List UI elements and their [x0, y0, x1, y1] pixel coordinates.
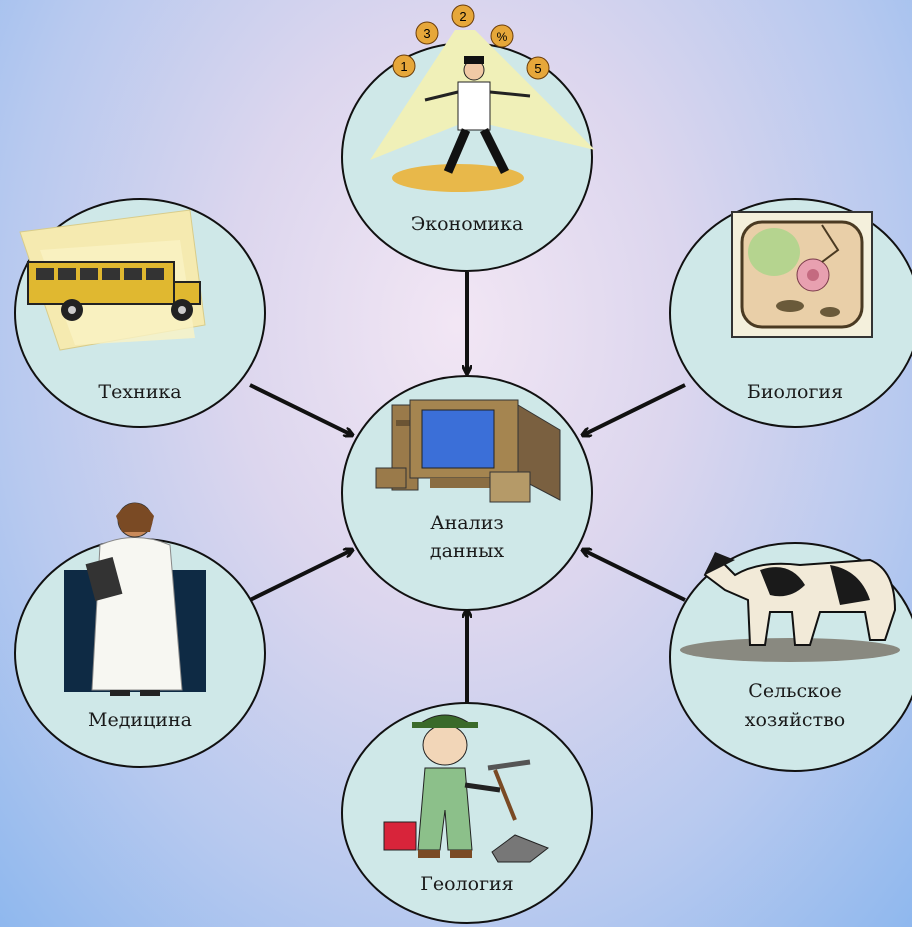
- node-center: Анализ данных: [341, 375, 593, 611]
- ball-percent: %: [497, 30, 508, 44]
- juggler-icon: 3 2 % 1 5: [370, 4, 595, 192]
- doctor-icon: [64, 502, 206, 696]
- technics-label: Техника: [98, 381, 181, 403]
- arrow-biology: [583, 383, 686, 435]
- geologist-icon: [383, 714, 549, 863]
- ball-5: 5: [534, 61, 541, 76]
- arrows: [249, 272, 686, 705]
- node-technics: Техника: [14, 198, 266, 428]
- arrow-technics: [249, 383, 352, 435]
- computer-icon: [375, 399, 561, 503]
- arrow-medicine: [249, 550, 352, 602]
- economics-label: Экономика: [411, 213, 524, 235]
- node-biology: Биология: [669, 198, 912, 428]
- ball-2: 2: [459, 9, 466, 24]
- arrow-agriculture: [583, 550, 686, 602]
- bus-icon: [19, 209, 206, 351]
- medicine-label: Медицина: [88, 709, 192, 731]
- agriculture-label-line2: хозяйство: [745, 709, 845, 731]
- node-economics: 3 2 % 1 5 Экономика: [341, 4, 595, 272]
- ball-1: 1: [400, 59, 407, 74]
- biology-label: Биология: [747, 381, 843, 403]
- center-label-line2: данных: [430, 540, 504, 562]
- node-medicine: Медицина: [14, 502, 266, 768]
- geology-label: Геология: [420, 873, 513, 895]
- node-geology: Геология: [341, 702, 593, 924]
- cow-icon: [680, 552, 900, 662]
- agriculture-label-line1: Сельское: [748, 680, 841, 702]
- juggle-balls: 3 2 % 1 5: [392, 4, 550, 80]
- cell-icon: [731, 211, 873, 338]
- center-label-line1: Анализ: [430, 512, 503, 534]
- ball-3: 3: [423, 26, 430, 41]
- node-agriculture: Сельское хозяйство: [669, 542, 912, 772]
